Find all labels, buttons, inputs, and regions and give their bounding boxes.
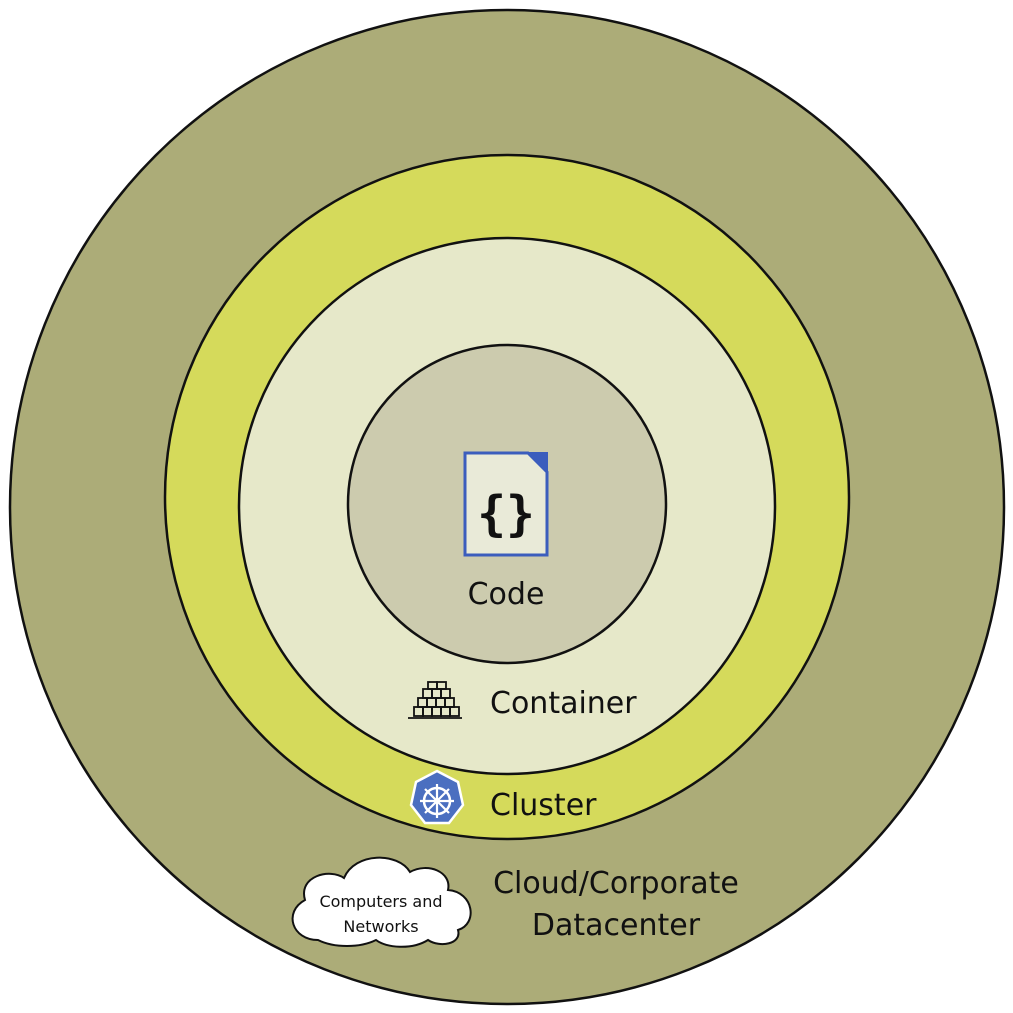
cluster-label: Cluster: [490, 788, 597, 823]
code-label: Code: [468, 577, 545, 612]
svg-text:{}: {}: [477, 486, 535, 542]
container-stack-icon: [408, 681, 462, 719]
container-label: Container: [490, 686, 637, 721]
datacenter-label-line2: Datacenter: [532, 908, 701, 943]
cloud-icon: [291, 856, 472, 948]
datacenter-label-line1: Cloud/Corporate: [493, 866, 739, 901]
kubernetes-icon: [409, 769, 465, 825]
cloud-badge-line2: Networks: [343, 917, 418, 936]
code-file-icon: {}: [463, 451, 549, 557]
cloud-badge-line1: Computers and: [319, 892, 442, 911]
